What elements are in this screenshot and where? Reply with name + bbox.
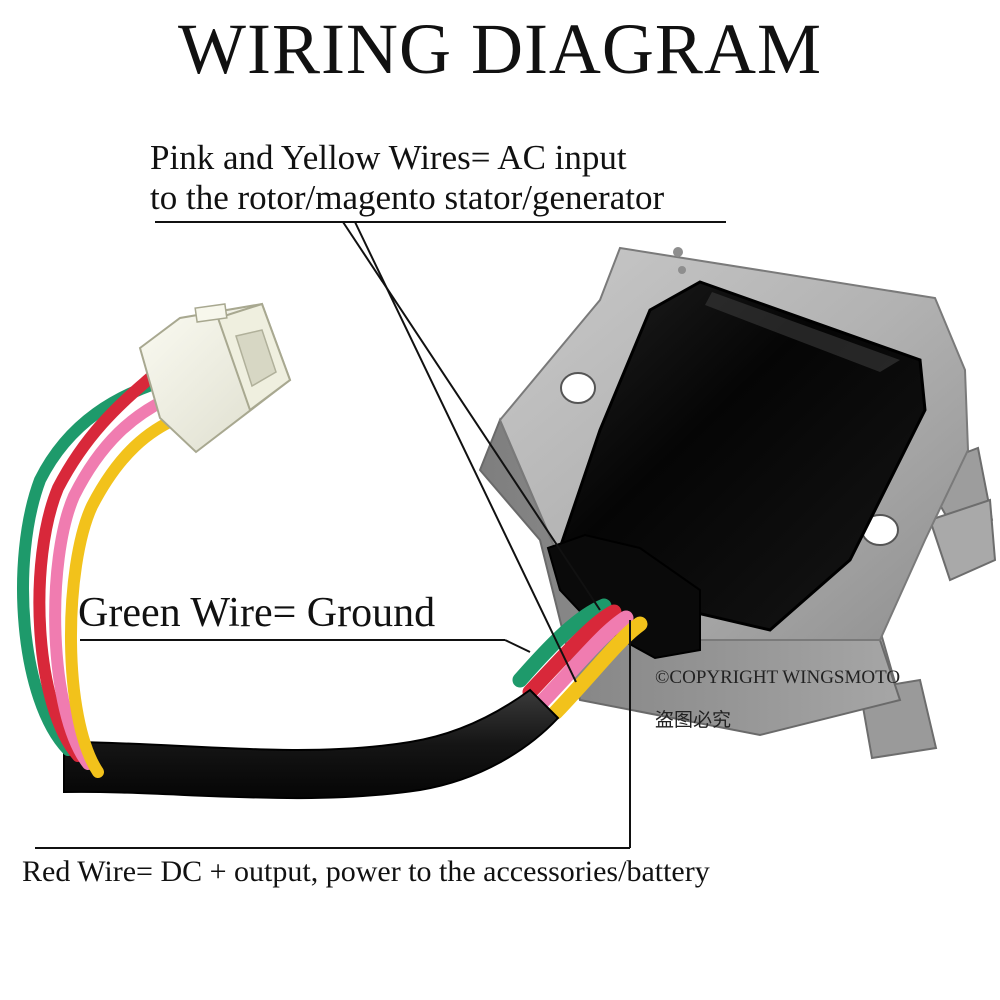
voltage-regulator xyxy=(478,246,997,760)
mounting-hole xyxy=(560,372,596,404)
heat-shrink-sleeve xyxy=(63,688,560,800)
ac-input-line-2: to the rotor/magento stator/generator xyxy=(150,178,665,217)
chinese-watermark: 盗图必究 xyxy=(655,709,732,731)
red-wire xyxy=(522,604,622,700)
green-wire-loop xyxy=(17,376,166,756)
callout-lines xyxy=(35,221,726,849)
pink-wire xyxy=(534,610,634,710)
red-wire-loop xyxy=(33,372,156,762)
yellow-wire-loop xyxy=(64,412,184,778)
copyright-watermark: ©COPYRIGHT WINGSMOTO xyxy=(655,667,901,688)
ground-callout: Green Wire= Ground xyxy=(78,590,436,636)
epoxy-highlight xyxy=(705,292,900,372)
diagram-title: WIRING DIAGRAM xyxy=(178,9,822,89)
heatsink-fin xyxy=(928,498,997,582)
ac-input-line-1: Pink and Yellow Wires= AC input xyxy=(150,138,627,177)
housing-dimple xyxy=(673,247,683,257)
connector-slot xyxy=(235,329,277,388)
wire-connector xyxy=(138,302,292,454)
green-wire xyxy=(512,598,612,688)
ac-input-callout: Pink and Yellow Wires= AC input to the r… xyxy=(150,138,664,218)
wire-bundle-exit xyxy=(512,598,648,720)
ac-leader-yellow xyxy=(354,221,577,683)
pink-wire-loop xyxy=(49,394,171,770)
housing-dimple xyxy=(678,266,686,274)
dc-output-callout: Red Wire= DC + output, power to the acce… xyxy=(22,855,710,888)
yellow-wire xyxy=(548,616,648,720)
ground-leader xyxy=(504,639,531,653)
connector-latch xyxy=(194,303,228,323)
wire-exit-seal xyxy=(546,533,701,660)
wire-bundle-loop xyxy=(17,372,184,778)
